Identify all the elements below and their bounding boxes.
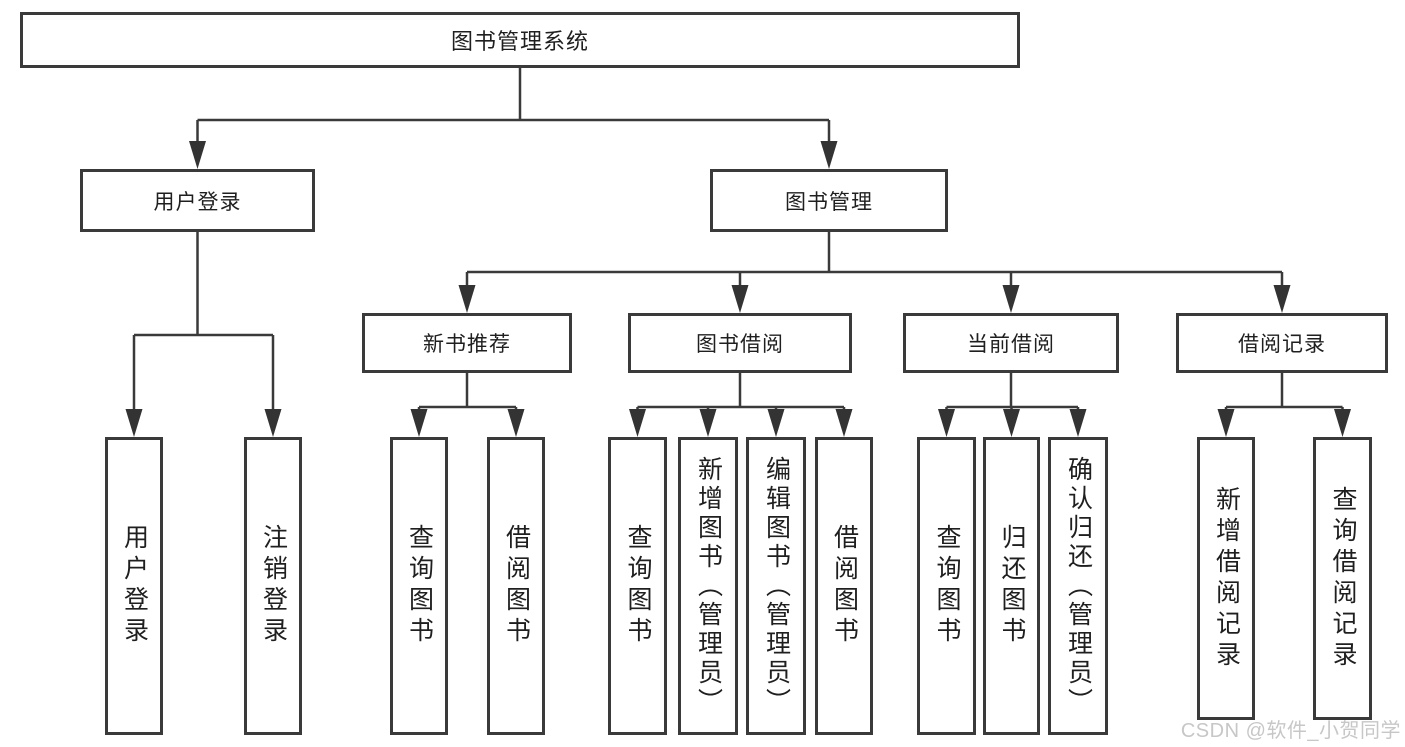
arrow-down-icon: [410, 409, 428, 437]
leaf-cb-query-book: 查询图书: [917, 437, 976, 735]
arrow-down-icon: [125, 409, 143, 437]
leaf-bb-edit-book-admin: 编辑图书（管理员）: [746, 437, 806, 735]
connector-book-borrow: [629, 373, 853, 437]
arrow-down-icon: [731, 285, 749, 313]
leaf-cb-query-book-label: 查询图书: [933, 524, 961, 648]
arrow-down-icon: [1273, 285, 1291, 313]
leaf-br-add-record: 新增借阅记录: [1197, 437, 1255, 720]
connector-book-management: [458, 232, 1291, 313]
arrow-down-icon: [835, 409, 853, 437]
leaf-nbr-query-book: 查询图书: [390, 437, 448, 735]
leaf-br-add-record-label: 新增借阅记录: [1212, 485, 1241, 672]
leaf-br-query-record-label: 查询借阅记录: [1329, 485, 1357, 672]
node-borrow-records: 借阅记录: [1176, 313, 1388, 373]
leaf-user-login-label: 用户登录: [120, 524, 149, 648]
arrow-down-icon: [264, 409, 282, 437]
leaf-cb-confirm-return-admin-label: 确认归还（管理员）: [1064, 455, 1093, 717]
csdn-watermark: CSDN @软件_小贺同学: [1180, 720, 1401, 742]
leaf-br-query-record: 查询借阅记录: [1313, 437, 1372, 720]
node-borrow-records-label: 借阅记录: [1238, 333, 1326, 356]
leaf-cb-confirm-return-admin: 确认归还（管理员）: [1048, 437, 1108, 735]
node-new-book-recommend: 新书推荐: [362, 313, 572, 373]
arrow-down-icon: [820, 141, 838, 169]
node-book-borrow: 图书借阅: [628, 313, 852, 373]
arrow-down-icon: [1217, 409, 1235, 437]
leaf-bb-add-book-admin-label: 新增图书（管理员）: [694, 455, 723, 717]
leaf-nbr-borrow-book-label: 借阅图书: [502, 524, 531, 648]
connector-root: [189, 68, 838, 169]
node-new-book-recommend-label: 新书推荐: [423, 333, 511, 356]
leaf-logout: 注销登录: [244, 437, 302, 735]
leaf-nbr-borrow-book: 借阅图书: [487, 437, 545, 735]
node-current-borrow: 当前借阅: [903, 313, 1119, 373]
arrow-down-icon: [458, 285, 476, 313]
connector-user-login: [125, 232, 282, 437]
leaf-bb-query-book: 查询图书: [608, 437, 667, 735]
leaf-bb-query-book-label: 查询图书: [624, 524, 652, 648]
arrow-down-icon: [1069, 409, 1087, 437]
leaf-cb-return-book-label: 归还图书: [998, 524, 1026, 648]
arrow-down-icon: [189, 141, 206, 169]
node-book-management: 图书管理: [710, 169, 948, 232]
arrow-down-icon: [1002, 285, 1020, 313]
connector-new-book-recommend: [410, 373, 525, 437]
leaf-logout-label: 注销登录: [259, 524, 288, 648]
leaf-user-login: 用户登录: [105, 437, 163, 735]
leaf-bb-borrow-book-label: 借阅图书: [830, 524, 859, 648]
node-user-login-label: 用户登录: [153, 190, 242, 214]
leaf-nbr-query-book-label: 查询图书: [405, 524, 434, 648]
leaf-bb-borrow-book: 借阅图书: [815, 437, 873, 735]
arrow-down-icon: [1003, 409, 1020, 437]
arrow-down-icon: [629, 409, 646, 437]
node-book-borrow-label: 图书借阅: [696, 333, 784, 356]
arrow-down-icon: [507, 409, 525, 437]
node-book-management-label: 图书管理: [785, 190, 873, 214]
leaf-bb-add-book-admin: 新增图书（管理员）: [678, 437, 738, 735]
leaf-bb-edit-book-admin-label: 编辑图书（管理员）: [762, 455, 791, 717]
connector-current-borrow: [938, 373, 1087, 437]
leaf-cb-return-book: 归还图书: [983, 437, 1040, 735]
node-user-login: 用户登录: [80, 169, 315, 232]
connector-borrow-records: [1217, 373, 1351, 437]
arrow-down-icon: [938, 409, 955, 437]
node-root-label: 图书管理系统: [450, 29, 589, 54]
node-root: 图书管理系统: [20, 12, 1020, 68]
node-current-borrow-label: 当前借阅: [967, 333, 1055, 356]
arrow-down-icon: [699, 409, 717, 437]
arrow-down-icon: [767, 409, 785, 437]
arrow-down-icon: [1334, 409, 1351, 437]
